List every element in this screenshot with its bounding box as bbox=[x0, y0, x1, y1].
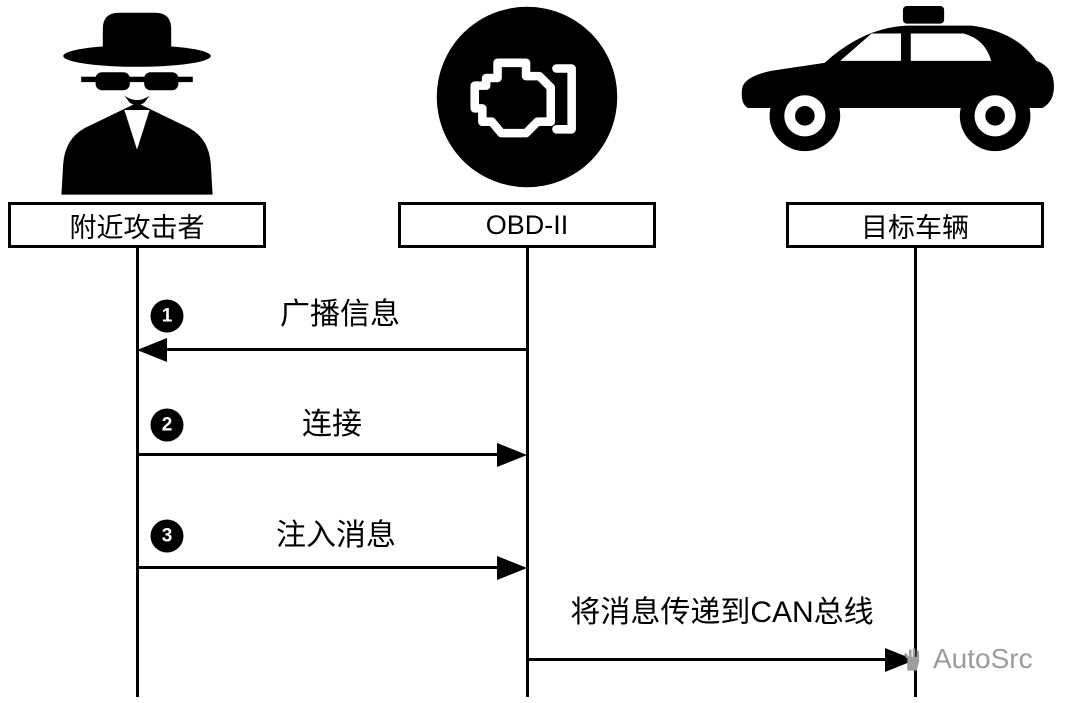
spy-icon bbox=[35, 2, 239, 200]
message-arrow-3-line bbox=[137, 566, 502, 569]
engine-icon bbox=[432, 2, 622, 192]
message-label-2: 连接 bbox=[302, 408, 362, 441]
message-label-1: 广播信息 bbox=[280, 298, 400, 331]
message-arrow-1-head-left-icon bbox=[137, 338, 167, 362]
actor-box-obd: OBD-II bbox=[398, 202, 656, 248]
actor-box-attacker: 附近攻击者 bbox=[8, 202, 266, 248]
actor-label-attacker: 附近攻击者 bbox=[69, 212, 205, 243]
message-label-3: 注入消息 bbox=[276, 519, 396, 552]
message-arrow-2-head-right-icon bbox=[497, 443, 527, 467]
actor-label-vehicle: 目标车辆 bbox=[861, 212, 969, 243]
message-arrow-3-head-right-icon bbox=[497, 556, 527, 580]
message-arrow-4-line bbox=[527, 658, 887, 661]
hand-logo-icon bbox=[898, 645, 926, 673]
lifeline-attacker bbox=[136, 248, 139, 697]
message-arrow-1-line bbox=[160, 348, 527, 351]
lifeline-obd bbox=[526, 248, 529, 697]
actor-box-vehicle: 目标车辆 bbox=[786, 202, 1044, 248]
step-badge-3: 3 bbox=[150, 519, 184, 553]
message-label-4: 将消息传递到CAN总线 bbox=[570, 596, 874, 629]
watermark: AutoSrc bbox=[898, 643, 1033, 675]
watermark-text: AutoSrc bbox=[933, 643, 1033, 674]
lifeline-vehicle bbox=[914, 248, 917, 697]
car-icon bbox=[738, 6, 1062, 158]
message-arrow-2-line bbox=[137, 453, 502, 456]
step-badge-1: 1 bbox=[150, 299, 184, 333]
actor-label-obd: OBD-II bbox=[485, 209, 569, 240]
step-badge-2: 2 bbox=[150, 408, 184, 442]
